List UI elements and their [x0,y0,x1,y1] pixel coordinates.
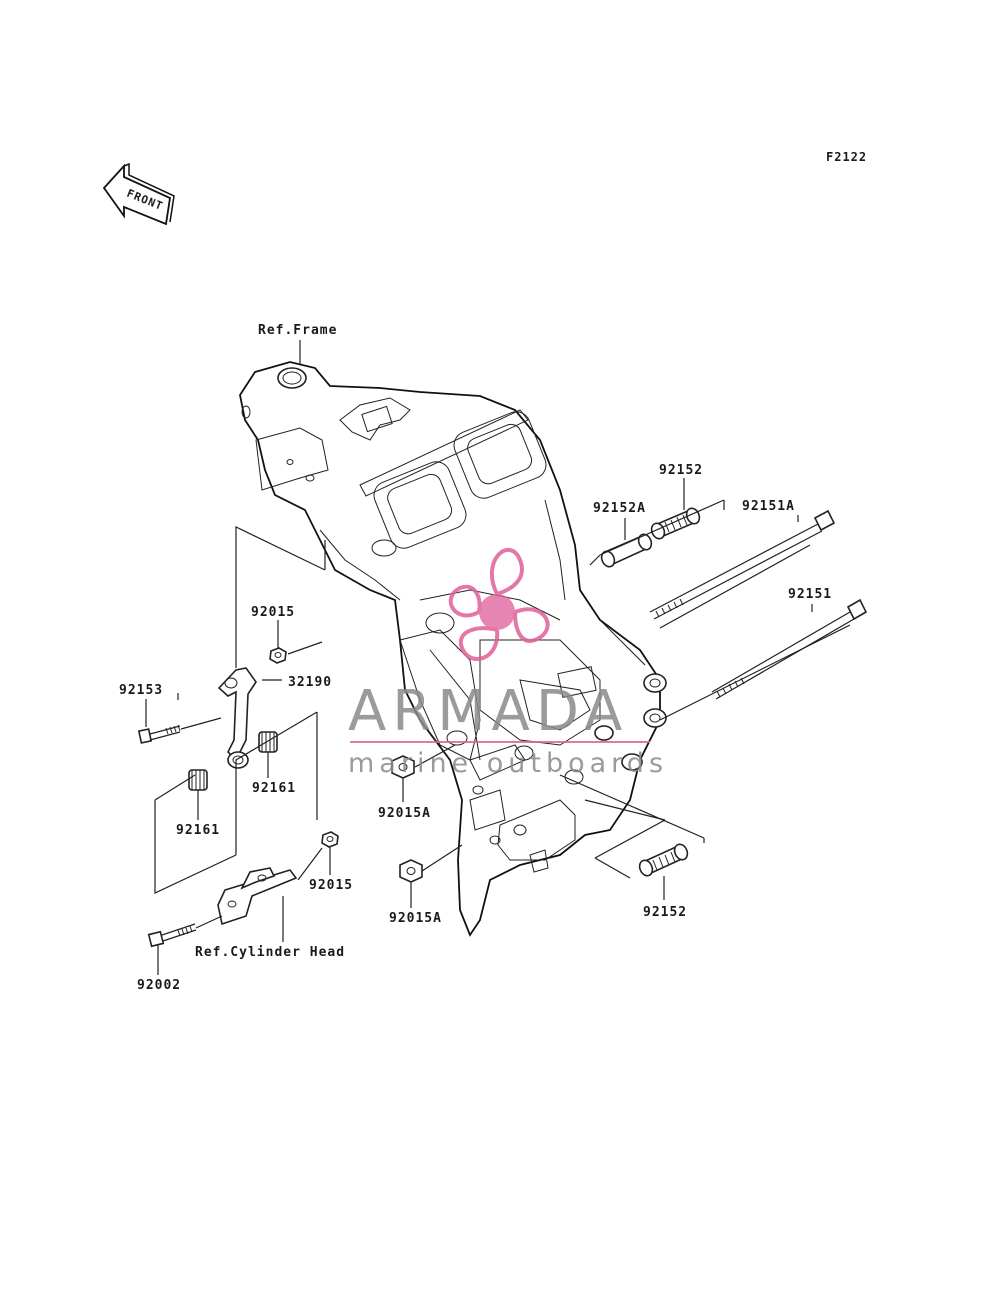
watermark-brand: ARMADA [348,679,628,744]
callout-32190: 32190 [288,675,332,690]
cylinder-head-bracket [217,867,298,926]
callout-92151A: 92151A [742,499,795,514]
nut-92015-bottom [321,831,339,848]
spacer-92152-bottom [638,843,689,877]
callout-92151: 92151 [788,587,832,602]
nut-92015-top [269,647,287,664]
watermark: ARMADA marine outboards [348,547,668,779]
bolt-92151A [649,509,836,620]
ref-cylinder-head-label: Ref.Cylinder Head [195,945,345,960]
spacer-92152A [600,533,653,568]
bolt-92151 [711,598,868,700]
callout-92152-bottom: 92152 [643,905,687,920]
callout-92152A: 92152A [593,501,646,516]
callout-92015A-lower: 92015A [389,911,442,926]
nut-92015A-upper [391,755,415,779]
engine-frame [239,361,667,937]
callout-92161-left: 92161 [176,823,220,838]
watermark-tagline: marine outboards [348,748,668,779]
collar-92161-right [258,731,278,753]
spacer-92152-top [650,507,701,540]
callout-92002: 92002 [137,978,181,993]
bolt-92153 [137,724,181,744]
callout-92152-top: 92152 [659,463,703,478]
callout-92161-right: 92161 [252,781,296,796]
callout-92015-bottom: 92015 [309,878,353,893]
callout-92015A-upper: 92015A [378,806,431,821]
ref-frame-label: Ref.Frame [258,323,337,338]
bolt-92002 [147,923,197,948]
watermark-logo-icon [448,547,550,661]
leader-lines [145,478,851,975]
figure-code: F2122 [826,150,867,164]
callout-92015-top: 92015 [251,605,295,620]
engine-bracket-32190 [217,667,257,769]
nut-92015A-lower [399,859,423,883]
callout-92153: 92153 [119,683,163,698]
collar-92161-left [188,769,208,791]
front-arrow-icon: FRONT [102,162,175,226]
